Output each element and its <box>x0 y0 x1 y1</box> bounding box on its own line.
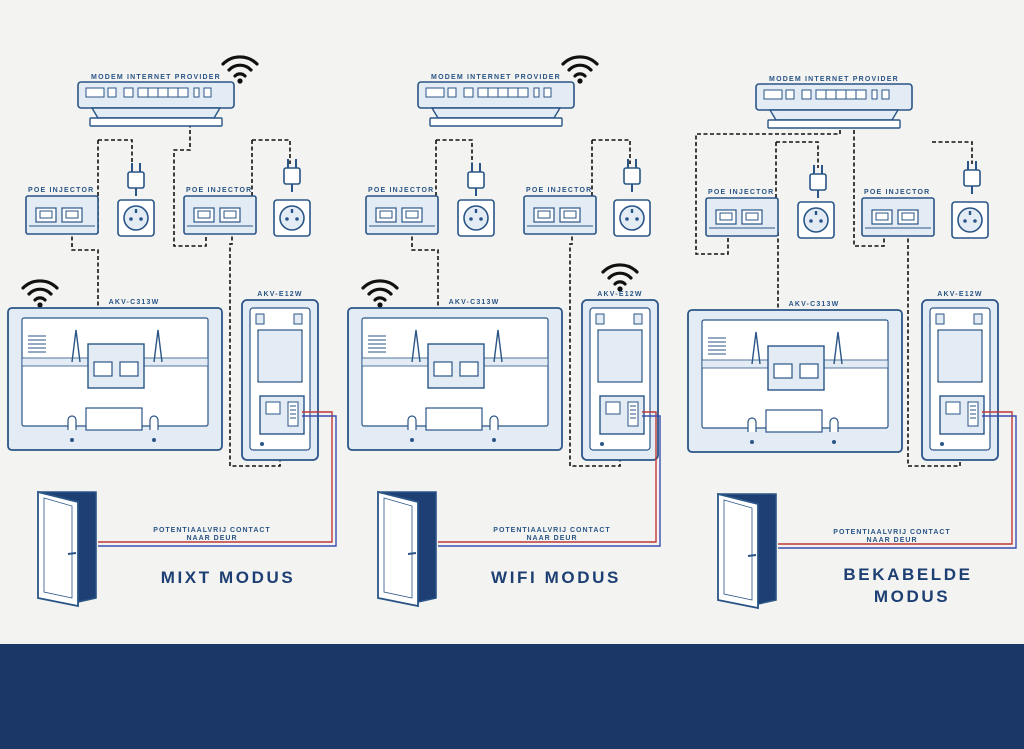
plug-icon <box>127 162 145 197</box>
poe-injector-1 <box>365 195 439 235</box>
mode-panel-bekabelde: MODEM INTERNET PROVIDER POE INJECTOR POE… <box>687 76 1017 609</box>
mode-title: MIXT MODUS <box>161 568 296 587</box>
door-contact-wire <box>98 411 337 547</box>
wall-socket-icon <box>613 199 651 237</box>
wifi-icon <box>561 55 599 86</box>
monitor-akv-c313w <box>7 307 223 451</box>
poe-injector-1-label: POE INJECTOR <box>708 189 774 196</box>
mode-title-line-2: MODUS <box>874 587 950 606</box>
wifi-icon <box>601 263 639 294</box>
poe-injector-2 <box>183 195 257 235</box>
poe-injector-1 <box>705 197 779 237</box>
monitor-akv-c313w <box>347 307 563 451</box>
poe-injector-1-label: POE INJECTOR <box>368 187 434 194</box>
modem-icon <box>77 81 235 127</box>
contact-caption-1: POTENTIAALVRIJ CONTACT <box>493 527 610 534</box>
poe-injector-2-label: POE INJECTOR <box>864 189 930 196</box>
plug-icon <box>963 160 981 195</box>
footer-band <box>0 644 1024 749</box>
door-icon <box>377 491 437 607</box>
poe-injector-1-label: POE INJECTOR <box>28 187 94 194</box>
modem-icon <box>417 81 575 127</box>
contact-caption-2: NAAR DEUR <box>867 537 918 544</box>
poe-injector-2 <box>523 195 597 235</box>
station-label: AKV-E12W <box>257 291 302 298</box>
wall-socket-icon <box>117 199 155 237</box>
modem-icon <box>755 83 913 129</box>
plug-icon <box>467 162 485 197</box>
wifi-icon <box>221 55 259 86</box>
modem-label: MODEM INTERNET PROVIDER <box>769 76 899 83</box>
door-icon <box>717 493 777 609</box>
mode-title-line-1: BEKABELDE <box>843 565 972 584</box>
monitor-label: AKV-C313W <box>109 299 160 306</box>
door-contact-wire <box>438 411 661 547</box>
door-contact-wire <box>778 411 1017 549</box>
outdoor-station-akv-e12w <box>241 299 319 461</box>
poe-injector-1 <box>25 195 99 235</box>
door-icon <box>37 491 97 607</box>
poe-injector-2-label: POE INJECTOR <box>526 187 592 194</box>
plug-icon <box>283 158 301 193</box>
outdoor-station-akv-e12w <box>581 299 659 461</box>
monitor-label: AKV-C313W <box>449 299 500 306</box>
station-label: AKV-E12W <box>937 291 982 298</box>
dashed-cables <box>387 139 631 467</box>
wifi-icon <box>361 279 399 310</box>
mode-panel-mixt: MODEM INTERNET PROVIDER POE INJECTOR POE… <box>7 55 337 607</box>
plug-icon <box>623 158 641 193</box>
contact-caption-2: NAAR DEUR <box>527 535 578 542</box>
monitor-label: AKV-C313W <box>789 301 840 308</box>
wifi-icon <box>21 279 59 310</box>
mode-title: WIFI MODUS <box>491 568 621 587</box>
modem-label: MODEM INTERNET PROVIDER <box>431 74 561 81</box>
mode-panel-wifi: MODEM INTERNET PROVIDER POE INJECTOR POE… <box>347 55 661 607</box>
outdoor-station-akv-e12w <box>921 299 999 461</box>
plug-icon <box>809 164 827 199</box>
monitor-akv-c313w <box>687 309 903 453</box>
contact-caption-2: NAAR DEUR <box>187 535 238 542</box>
wall-socket-icon <box>273 199 311 237</box>
wall-socket-icon <box>457 199 495 237</box>
poe-injector-2-label: POE INJECTOR <box>186 187 252 194</box>
poe-injector-2 <box>861 197 935 237</box>
wall-socket-icon <box>951 201 989 239</box>
station-label: AKV-E12W <box>597 291 642 298</box>
modem-label: MODEM INTERNET PROVIDER <box>91 74 221 81</box>
contact-caption-1: POTENTIAALVRIJ CONTACT <box>153 527 270 534</box>
contact-caption-1: POTENTIAALVRIJ CONTACT <box>833 529 950 536</box>
wall-socket-icon <box>797 201 835 239</box>
